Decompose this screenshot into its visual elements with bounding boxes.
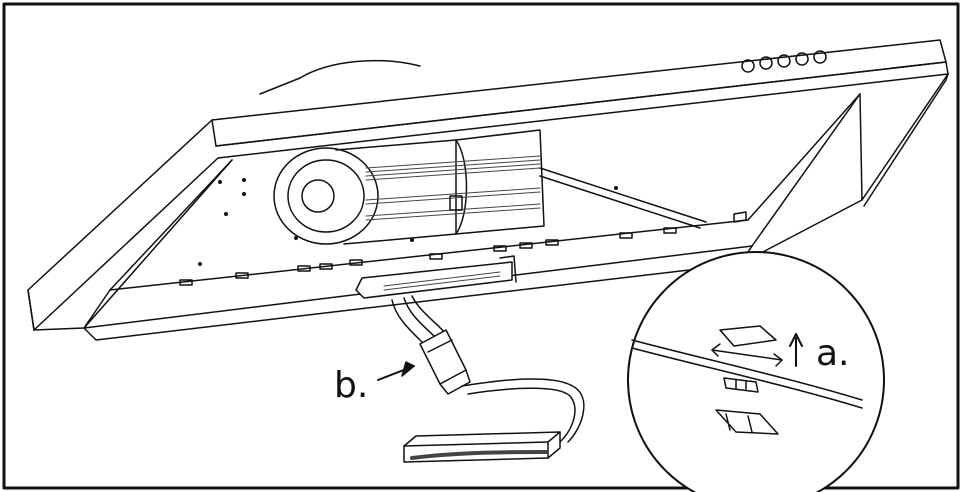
arrow-pointer-icon (377, 361, 415, 381)
detail-magnifier (627, 251, 885, 492)
cable-bracket (355, 255, 517, 299)
arrow-up-icon (789, 333, 803, 367)
light-module (403, 431, 561, 463)
control-buttons (741, 50, 827, 73)
double-arrow-icon (711, 343, 783, 367)
blower-fan (273, 129, 545, 245)
label-b: b. (334, 365, 369, 406)
wire-harness (391, 295, 585, 443)
label-a: a. (816, 333, 850, 374)
range-hood-body (27, 39, 949, 341)
